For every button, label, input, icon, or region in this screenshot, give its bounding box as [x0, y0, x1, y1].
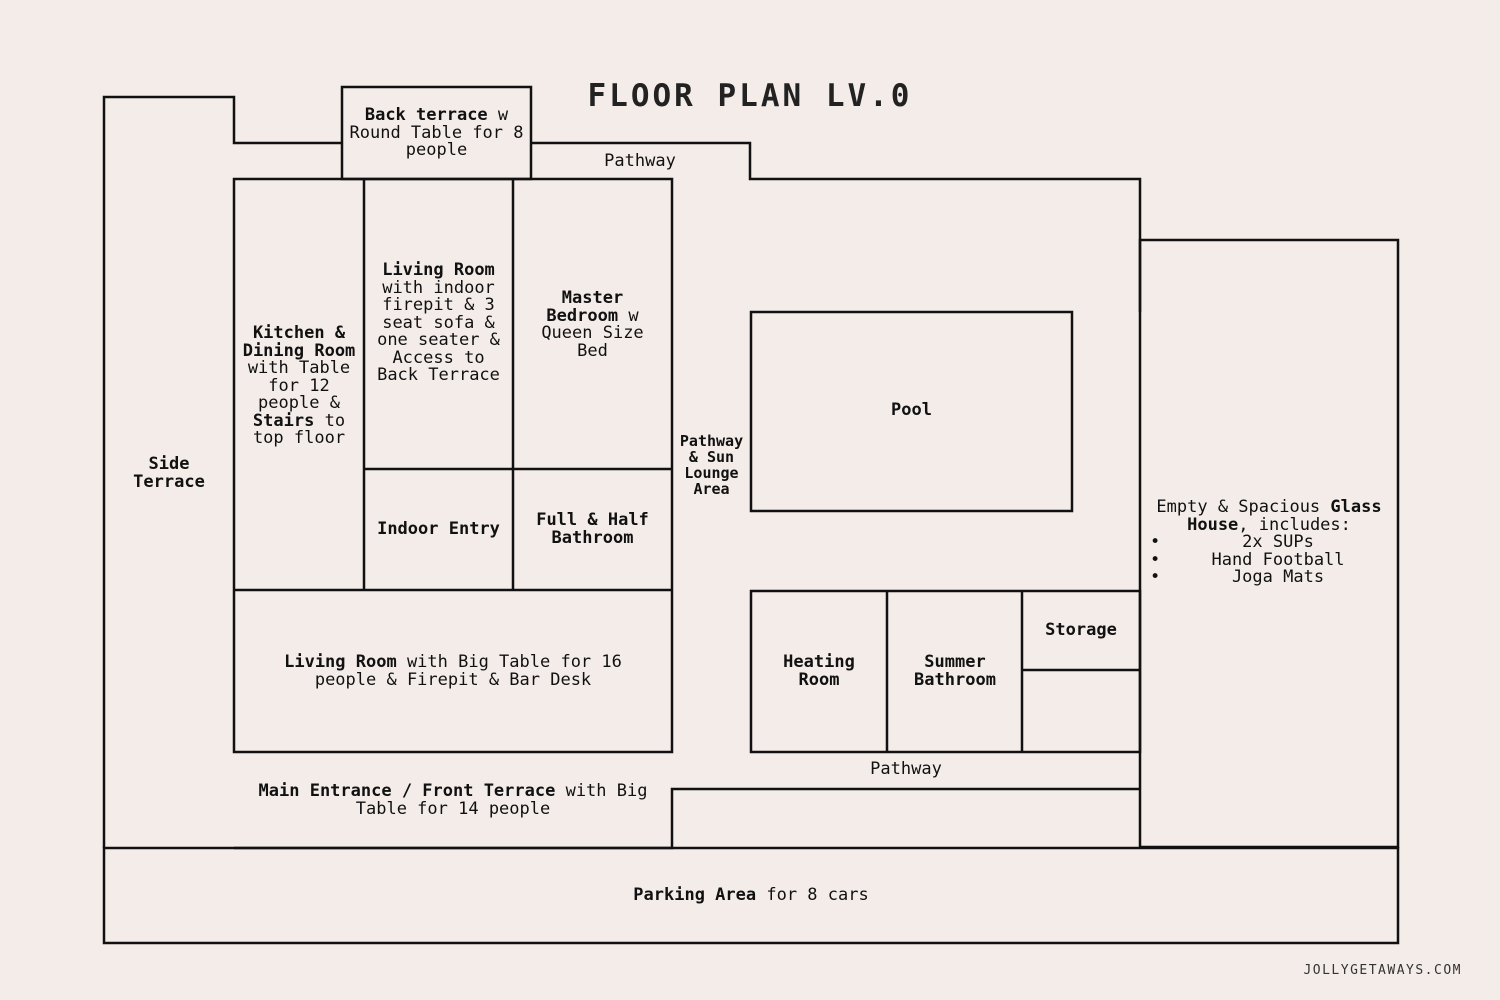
page-title: FLOOR PLAN LV.0 [587, 78, 913, 114]
back-terrace-label: Back terrace w Round Table for 8 people [349, 105, 524, 160]
parking-area-label: Parking Area for 8 cars [633, 885, 869, 905]
kitchen-dining-label: Kitchen & Dining Room with Table for 12 … [242, 323, 356, 448]
side-terrace-label: Side Terrace [133, 454, 205, 492]
list-item: Hand Football [1144, 551, 1394, 570]
pool-outline [749, 310, 1074, 513]
list-item: 2x SUPs [1144, 533, 1394, 552]
main-entrance-label: Main Entrance / Front Terrace with Big T… [258, 781, 648, 819]
glass-house-items: 2x SUPs Hand Football Joga Mats [1144, 533, 1394, 587]
master-bedroom-label: Master Bedroom w Queen Size Bed [541, 288, 644, 361]
parking-outline [102, 846, 1400, 945]
list-item: Joga Mats [1144, 568, 1394, 587]
pool-label: Pool [891, 400, 932, 420]
heating-room-label: Heating Room [783, 652, 855, 690]
summer-bathroom-label: Summer Bathroom [914, 652, 996, 690]
interior-block-wall [232, 177, 674, 754]
indoor-entry-label: Indoor Entry [377, 519, 500, 539]
living-room-upper-label: Living Room with indoor firepit & 3 seat… [377, 260, 500, 385]
site-footer: JOLLYGETAWAYS.COM [1303, 963, 1462, 978]
pathway-top-label: Pathway [604, 151, 676, 171]
storage-label: Storage [1045, 620, 1117, 640]
living-room-lower-label: Living Room with Big Table for 16 people… [284, 652, 622, 690]
pathway-sun-lounge-label: Pathway & Sun Lounge Area [679, 432, 744, 498]
house-outline [102, 95, 1142, 848]
full-half-bathroom-label: Full & Half Bathroom [536, 510, 649, 548]
glass-house-label: Empty & Spacious Glass House, includes: … [1144, 498, 1394, 587]
pathway-bottom-label: Pathway [870, 759, 942, 779]
